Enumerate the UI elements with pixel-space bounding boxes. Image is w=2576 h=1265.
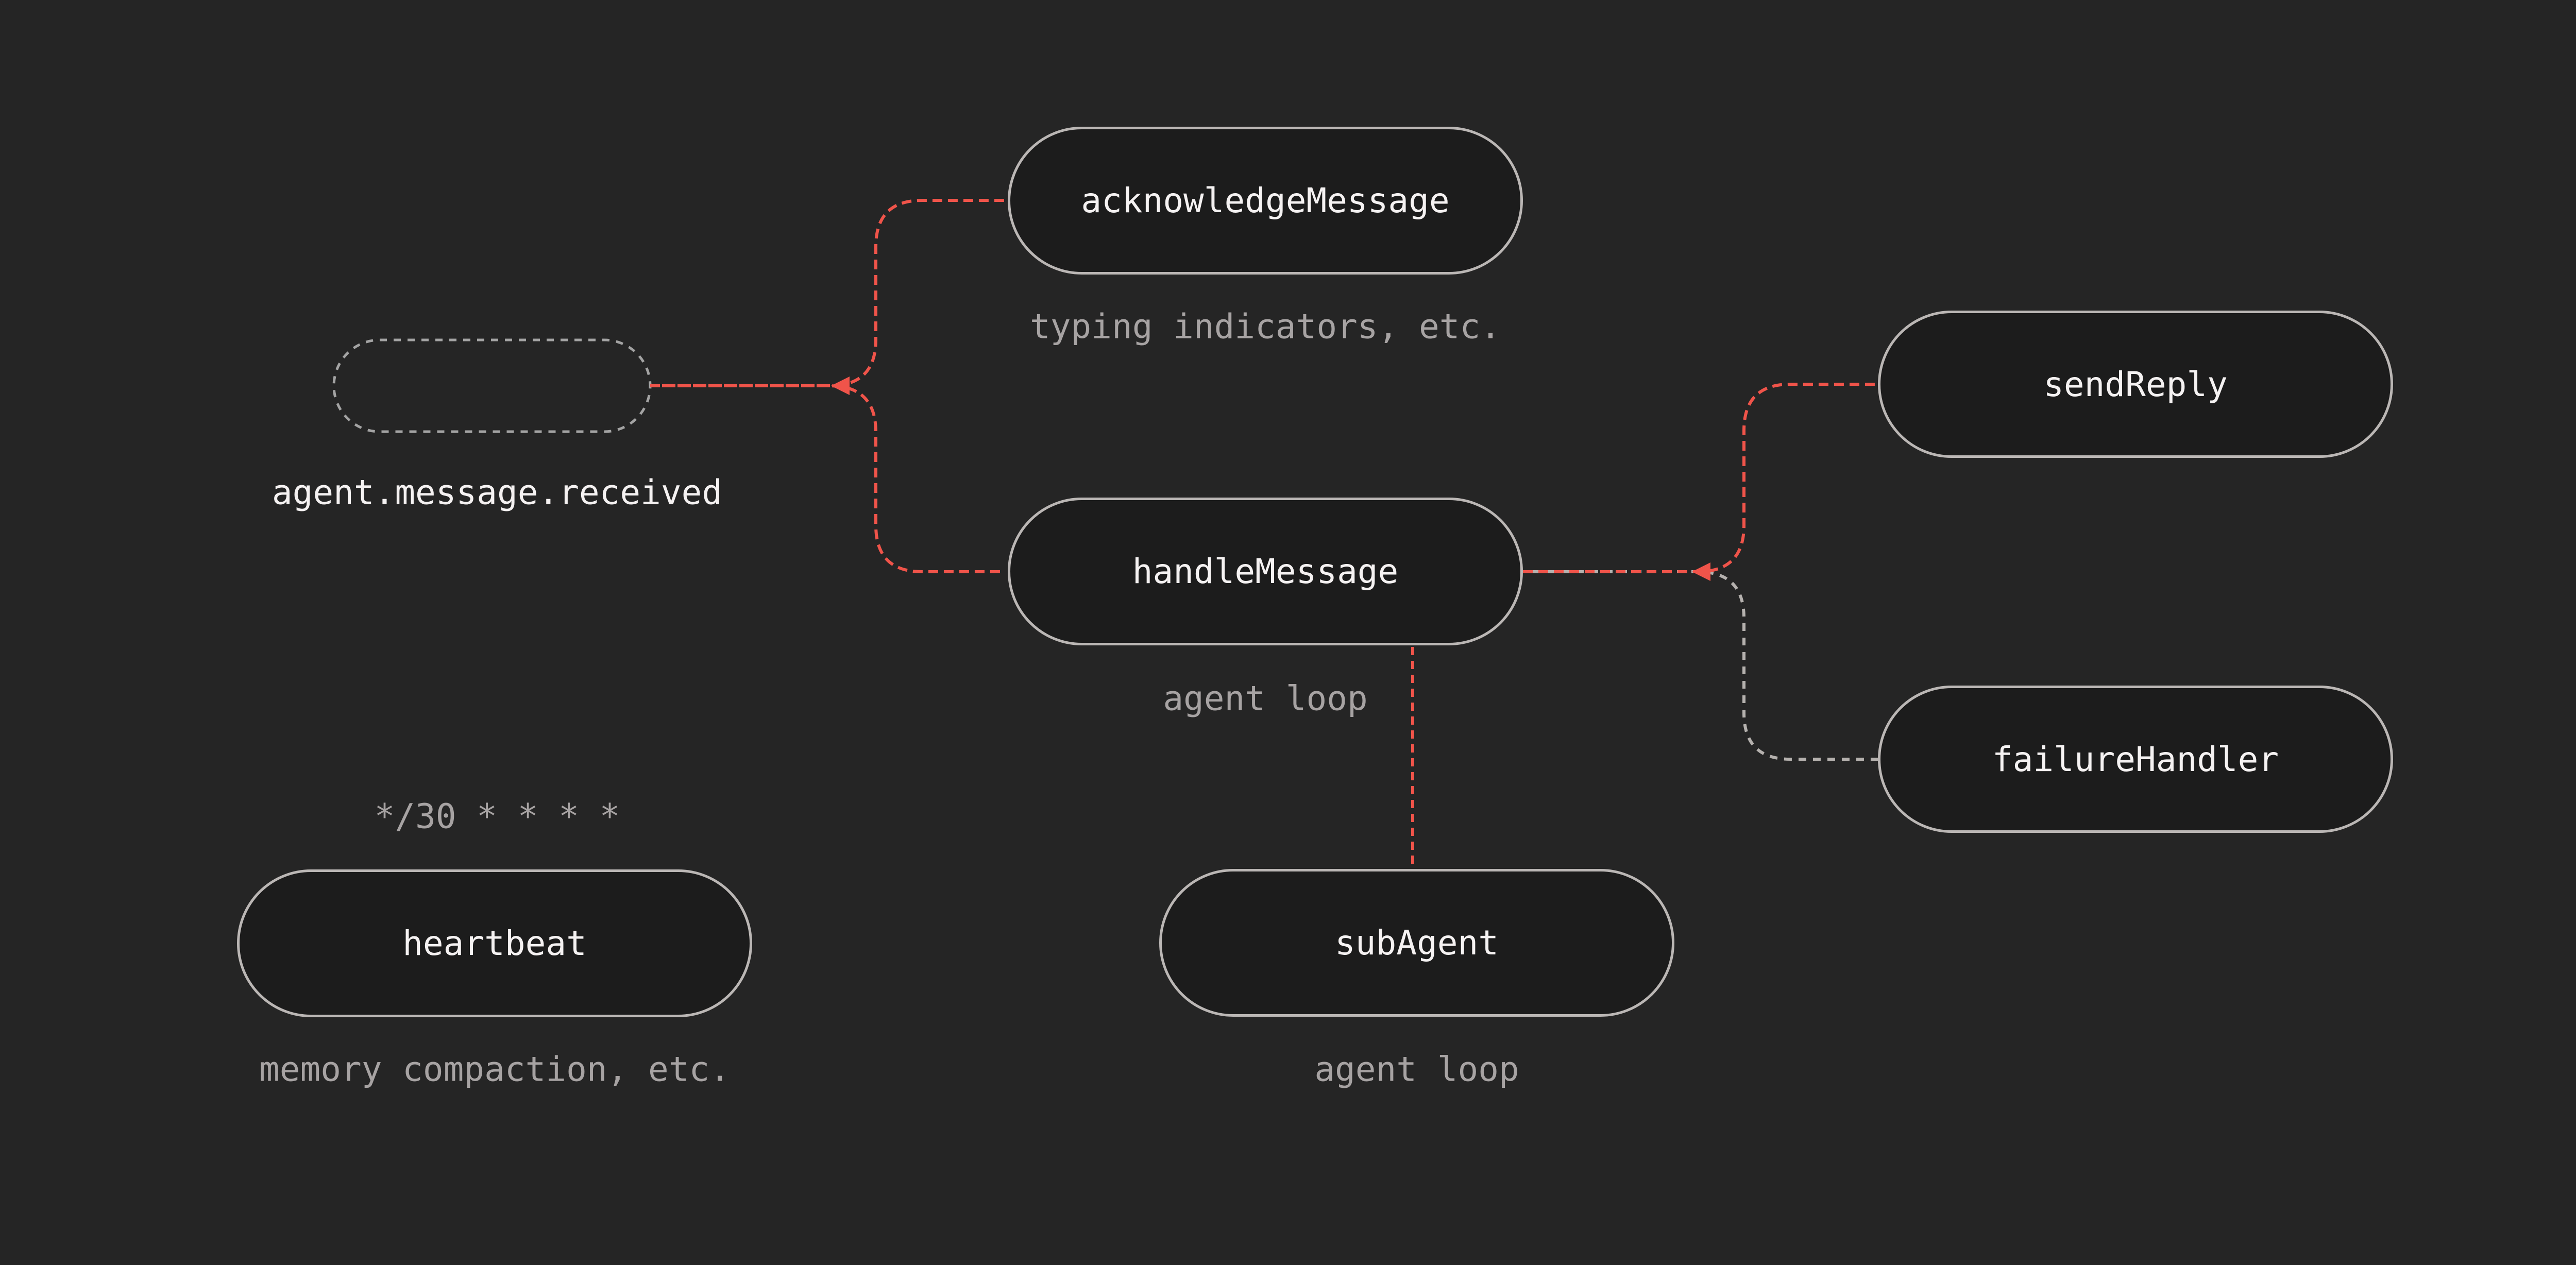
node-label: failureHandler <box>1992 739 2279 779</box>
edge-handle-to-failure <box>1523 570 1878 761</box>
node-label: sendReply <box>2043 364 2228 404</box>
caption-heartbeat-schedule: */30 * * * * <box>374 796 620 836</box>
fork-arrow-icon <box>1692 562 1710 581</box>
fork-arrow-icon <box>831 377 850 395</box>
caption-handle-note: agent loop <box>1163 678 1368 719</box>
node-send-reply[interactable]: sendReply <box>1878 311 2393 458</box>
node-handle-message[interactable]: handleMessage <box>1008 498 1523 645</box>
caption-acknowledge-note: typing indicators, etc. <box>1030 306 1501 347</box>
node-sub-agent[interactable]: subAgent <box>1159 869 1674 1017</box>
node-label: handleMessage <box>1132 552 1399 591</box>
node-failure-handler[interactable]: failureHandler <box>1878 686 2393 833</box>
node-acknowledge-message[interactable]: acknowledgeMessage <box>1008 127 1523 275</box>
edge-event-to-handle <box>650 384 1005 573</box>
event-trigger-node[interactable] <box>332 338 652 433</box>
caption-subagent-note: agent loop <box>1314 1049 1519 1089</box>
node-label: subAgent <box>1335 923 1499 963</box>
edge-event-to-acknowledge <box>650 199 1005 387</box>
node-label: heartbeat <box>402 924 587 963</box>
event-trigger-label: agent.message.received <box>272 472 723 512</box>
node-label: acknowledgeMessage <box>1081 181 1450 220</box>
caption-heartbeat-note: memory compaction, etc. <box>259 1049 730 1089</box>
node-heartbeat[interactable]: heartbeat <box>237 869 752 1017</box>
edge-handle-to-send <box>1523 383 1878 573</box>
